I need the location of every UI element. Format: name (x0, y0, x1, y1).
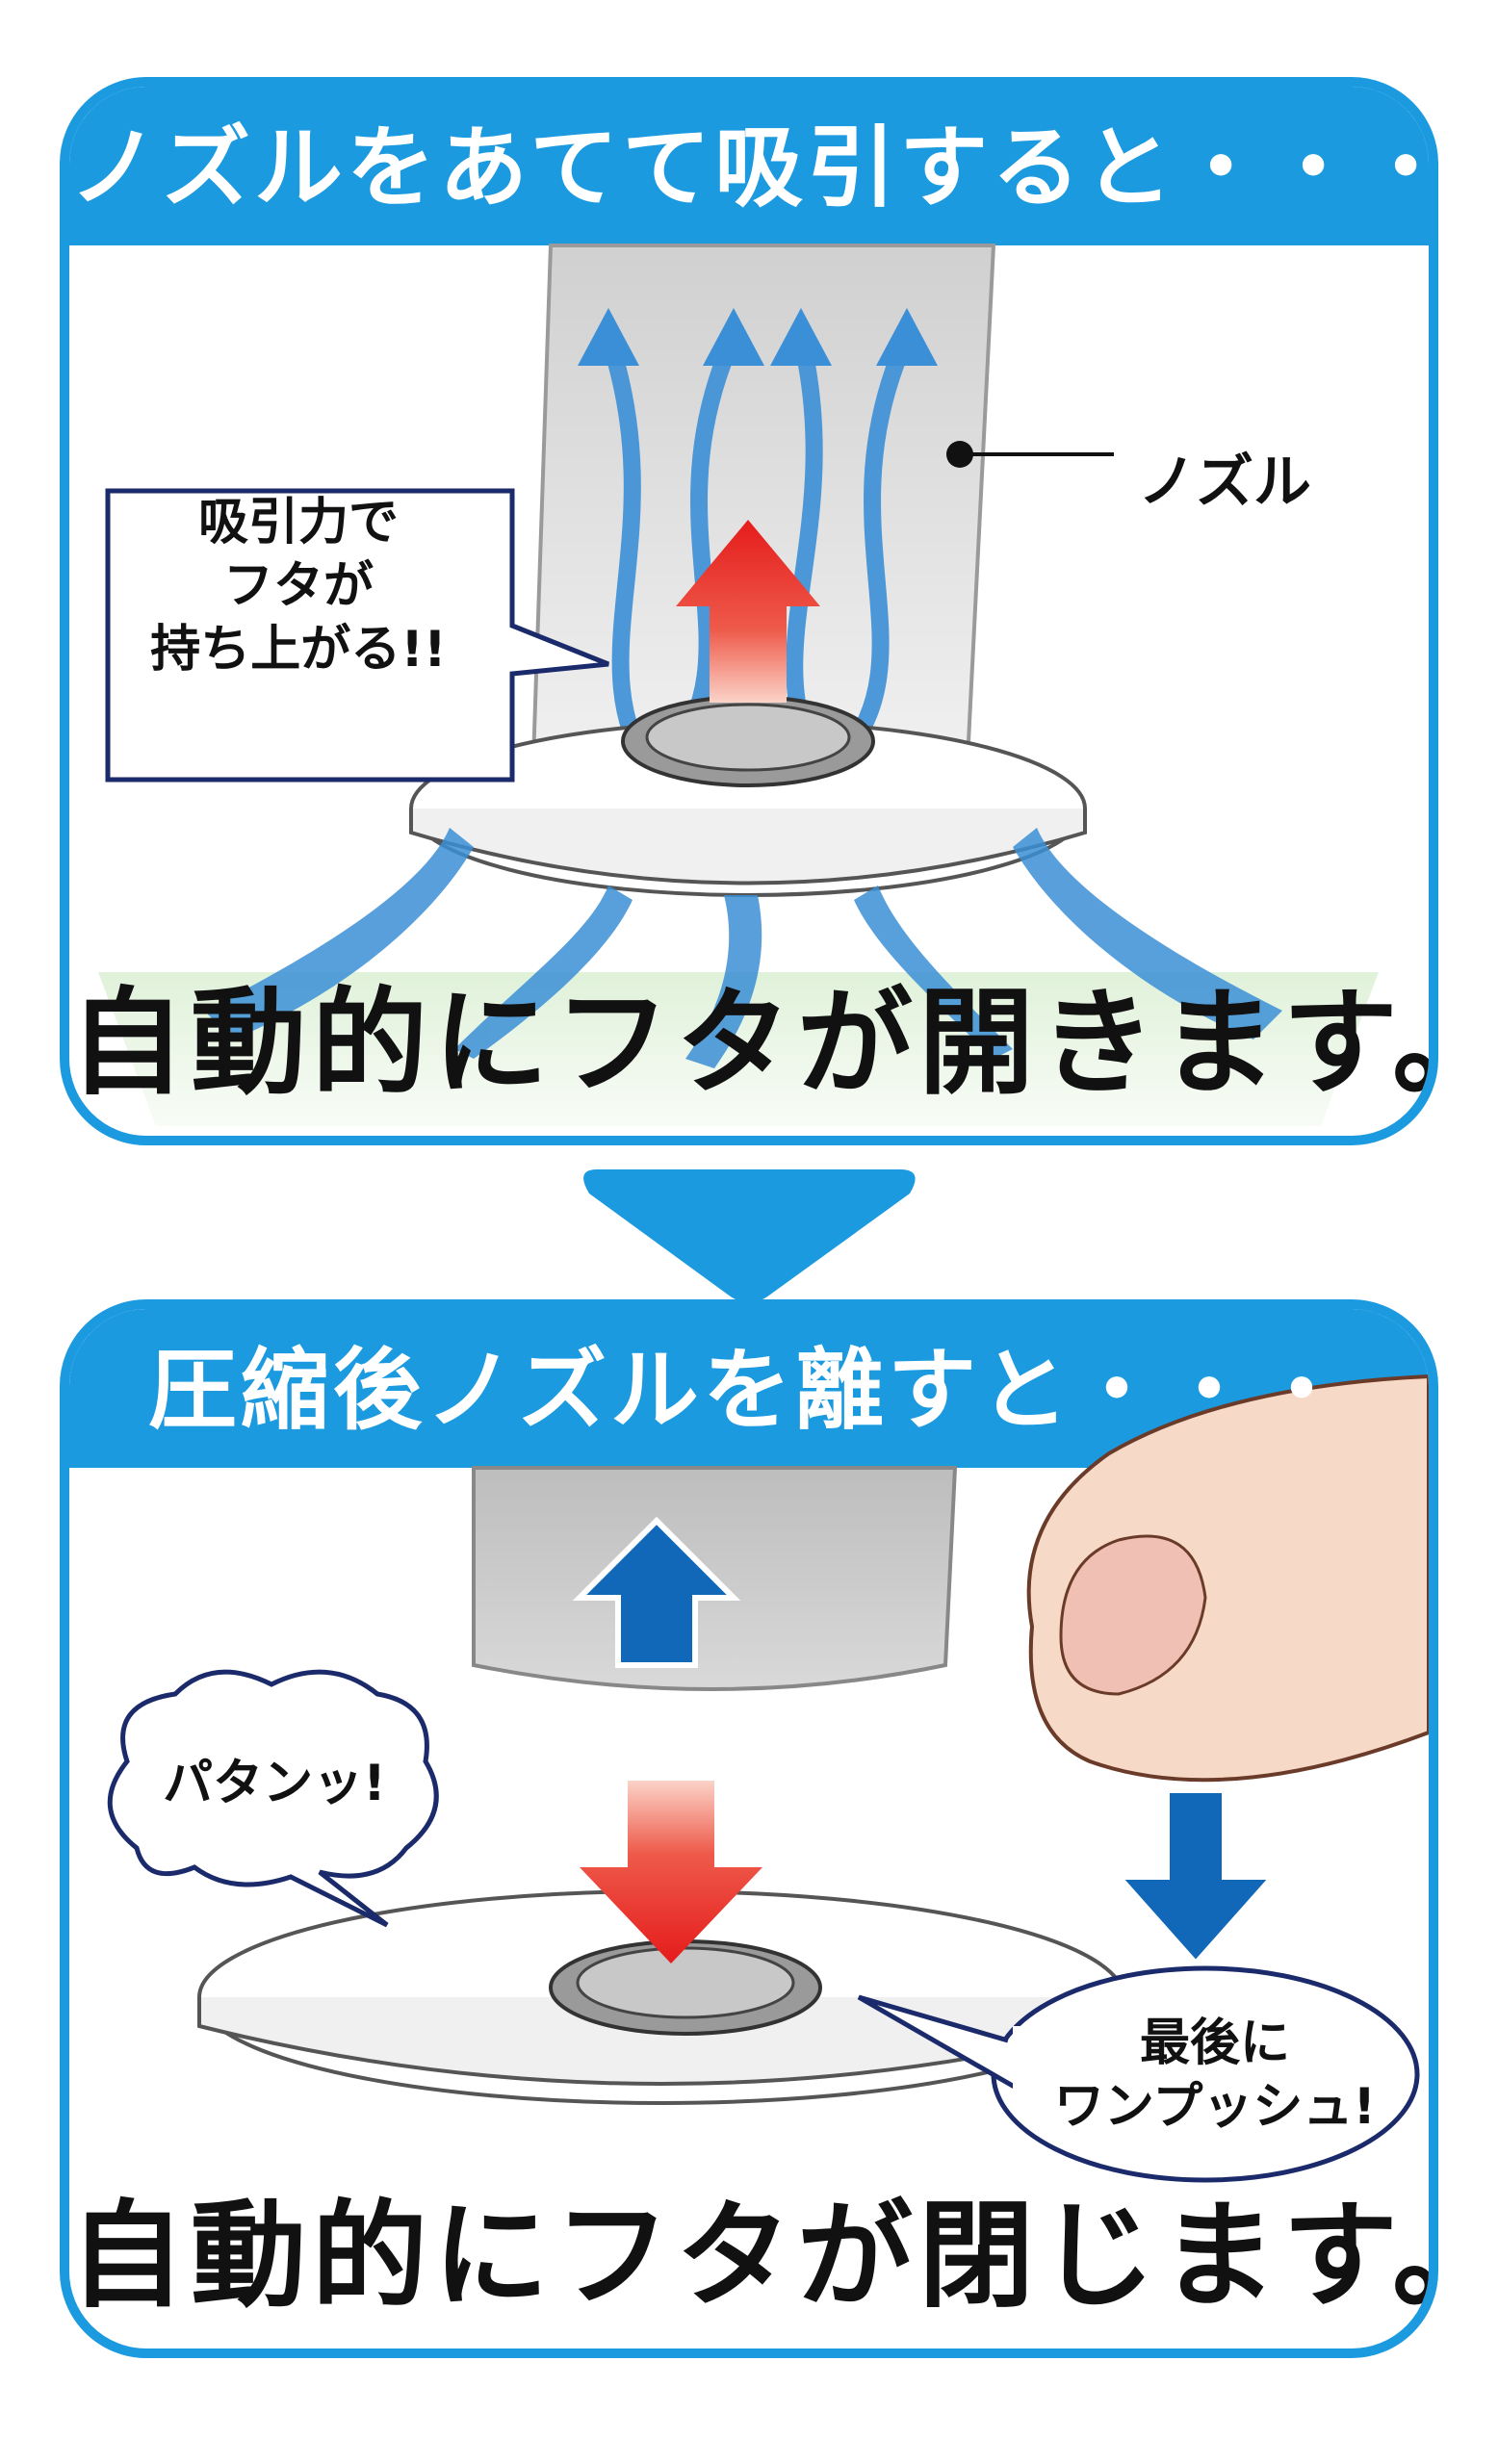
panel-title-suction: ノズルをあてて吸引すると・・・ (69, 116, 1438, 219)
lift-bubble-line: 持ち上がる!! (150, 621, 447, 679)
nozzle-label: ノズル (1138, 449, 1311, 516)
push-bubble-line: 最後に (1139, 2015, 1290, 2072)
lift-bubble-line: 吸引力で (197, 494, 399, 552)
red-arrow-up (676, 520, 820, 703)
airflow-bottom-arrows (204, 828, 1282, 1068)
push-bubble-text: 最後に ワンプッシュ! (1042, 2012, 1388, 2139)
caption-opens: 自動的にフタが開きます。 (69, 977, 1438, 1111)
pop-bubble-text: パタンッ! (163, 1755, 386, 1812)
blue-arrow-up (572, 1516, 741, 1668)
panel-title-release: 圧縮後ノズルを離すと・・・ (147, 1339, 1350, 1442)
blue-arrow-down (1112, 1787, 1279, 1968)
lift-bubble-frame (105, 488, 609, 783)
release-illustration (69, 1309, 1429, 2183)
red-arrow-down (580, 1781, 762, 1964)
panel-suction: ノズルをあてて吸引すると・・・ ノズル 吸引力で フタが 持ち上がる!! 自動的… (60, 77, 1438, 1145)
airflow-arrowheads (578, 308, 938, 366)
caption-closes: 自動的にフタが閉じます。 (69, 2190, 1438, 2323)
panel-release: 圧縮後ノズルを離すと・・・ パタンッ! 最後に ワンプッシュ! 自動的にフタが閉… (60, 1299, 1438, 2358)
lift-bubble-text: 吸引力で フタが 持ち上がる!! (96, 491, 501, 681)
push-bubble-line: ワンプッシュ! (1053, 2078, 1377, 2136)
lift-bubble-line: フタが (222, 557, 374, 615)
pop-bubble-frame (107, 1669, 439, 1928)
suction-illustration (69, 87, 1429, 1126)
